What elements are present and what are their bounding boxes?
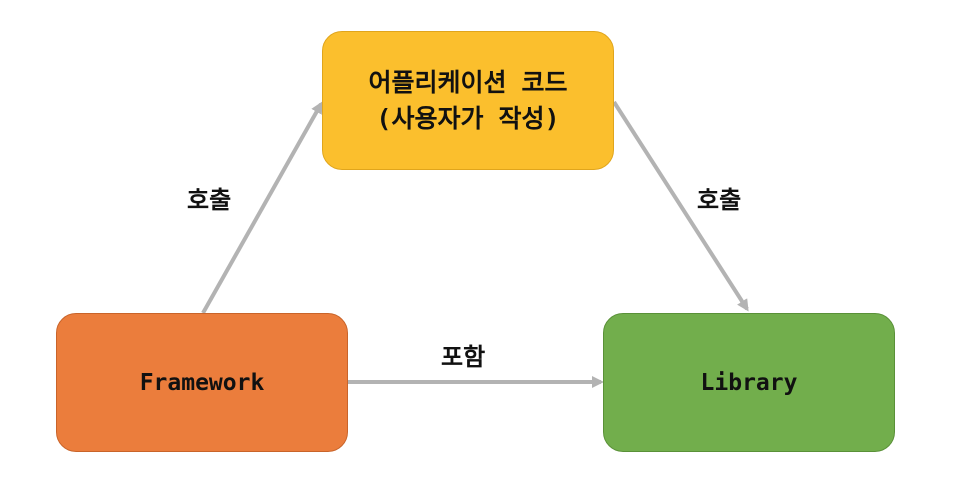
edge-label-framework-calls-app: 호출 — [187, 186, 232, 214]
application-code-title: 어플리케이션 코드 — [368, 67, 568, 97]
edge-label-app-calls-library: 호출 — [697, 186, 742, 214]
application-code-subtitle: (사용자가 작성) — [376, 103, 560, 133]
framework-node: Framework — [56, 313, 348, 452]
edge-label-framework-includes-library: 포함 — [441, 343, 486, 371]
framework-label: Framework — [139, 369, 265, 396]
library-node: Library — [603, 313, 895, 452]
library-label: Library — [700, 369, 798, 396]
application-code-node: 어플리케이션 코드 (사용자가 작성) — [322, 31, 614, 170]
arrow-framework-to-app — [201, 101, 323, 314]
arrow-app-to-library — [612, 100, 749, 312]
